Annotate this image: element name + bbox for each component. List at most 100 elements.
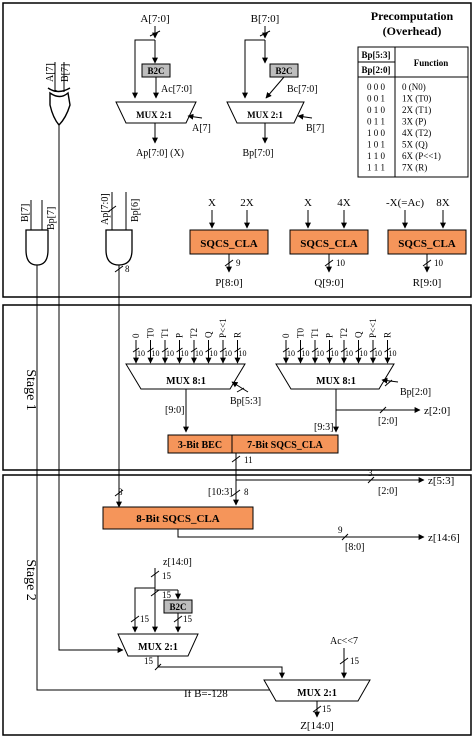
mux81-left	[125, 363, 246, 390]
bus-width: 10	[152, 349, 160, 358]
mux-input-label: P	[175, 333, 185, 338]
bus-tick	[297, 347, 304, 353]
input-a: A[7:0]	[140, 13, 169, 25]
precomp-code: 1 0 1	[367, 140, 385, 150]
svg-text:SQCS_CLA: SQCS_CLA	[200, 238, 258, 250]
svg-text:X: X	[304, 197, 312, 209]
bus-width: 10	[389, 349, 397, 358]
hdr-bp20: Bp[2:0]	[362, 65, 391, 75]
r-output: R[9:0]	[413, 277, 442, 289]
z146-output: z[14:6]	[428, 532, 460, 544]
mux81-left-inputs: 0100T0101T1102P103T2104Q105P<<1106R107	[131, 318, 247, 374]
bc-label: Bc[7:0]	[287, 84, 318, 95]
bus-tick	[205, 347, 212, 353]
sqcs-block-r	[387, 229, 467, 255]
bus-width: 10	[331, 349, 339, 358]
bus-width: 10	[166, 349, 174, 358]
hdr-bp53: Bp[5:3]	[362, 50, 391, 60]
svg-text:15: 15	[183, 614, 193, 624]
bus-width: 10	[287, 349, 295, 358]
mux-input-label: P<<1	[368, 318, 378, 338]
xor-gate: A[7] B[7]	[45, 63, 71, 127]
mux-input-label: R	[233, 332, 243, 338]
bus-tick	[234, 347, 241, 353]
svg-text:8X: 8X	[436, 197, 450, 209]
svg-text:2X: 2X	[240, 197, 254, 209]
bp-output: Bp[7:0]	[242, 148, 273, 159]
precomputation-frame	[2, 2, 472, 298]
precomp-code: 0 1 1	[367, 117, 385, 127]
if-b-label: If B=-128	[184, 688, 228, 700]
svg-text:11: 11	[244, 455, 253, 465]
svg-text:3-Bit BEC: 3-Bit BEC	[178, 440, 222, 451]
svg-text:8: 8	[244, 487, 249, 497]
precomp-code: 1 0 0	[367, 128, 386, 138]
z53-output: z[5:3]	[428, 475, 454, 487]
stage2-label: Stage 2	[23, 559, 38, 601]
bus-tick	[355, 347, 362, 353]
svg-text:MUX 2:1: MUX 2:1	[297, 688, 337, 699]
z140-label: z[14:0]	[163, 557, 192, 568]
svg-text:Bp[7]: Bp[7]	[46, 207, 57, 230]
svg-text:15: 15	[350, 656, 360, 666]
svg-text:Ap[7:0]: Ap[7:0]	[100, 193, 111, 225]
z-final-output: Z[14:0]	[300, 720, 334, 732]
mux-input-label: P<<1	[218, 318, 228, 338]
precomp-code: 1 1 1	[367, 163, 385, 173]
svg-text:MUX 2:1: MUX 2:1	[247, 110, 283, 120]
svg-text:Bp[6]: Bp[6]	[130, 199, 141, 222]
bus-width: 10	[360, 349, 368, 358]
bus-tick	[282, 347, 290, 353]
svg-text:MUX 2:1: MUX 2:1	[136, 110, 172, 120]
bus-width: 10	[210, 349, 218, 358]
svg-text:B2C: B2C	[169, 602, 186, 612]
svg-text:8-Bit SQCS_CLA: 8-Bit SQCS_CLA	[136, 513, 219, 525]
q-output: Q[9:0]	[314, 277, 343, 289]
bus-tick	[147, 347, 154, 353]
precomp-title: Precomputation	[371, 9, 454, 23]
svg-text:[10:3]: [10:3]	[208, 487, 232, 498]
bus-tick	[219, 347, 227, 353]
mux21-stage2-final	[263, 679, 371, 702]
precomp-code: 0 0 1	[367, 94, 385, 104]
bus-width: 10	[316, 349, 324, 358]
precomp-function: 5X (Q)	[402, 140, 428, 150]
bus-tick	[132, 347, 140, 353]
mux-input-label: T0	[146, 328, 156, 338]
bus-tick	[384, 347, 391, 353]
svg-text:MUX 8:1: MUX 8:1	[316, 376, 356, 387]
mux-input-label: R	[383, 332, 393, 338]
svg-text:9: 9	[236, 258, 241, 268]
bus-width: 10	[374, 349, 382, 358]
svg-text:[8:0]: [8:0]	[345, 542, 364, 553]
precomp-function: 7X (R)	[402, 163, 427, 173]
and-gate-2	[105, 229, 133, 266]
svg-text:15: 15	[144, 656, 154, 666]
mux-input-label: Q	[354, 331, 364, 338]
svg-text:15: 15	[140, 614, 150, 624]
precomp-code: 1 1 0	[367, 151, 386, 161]
p-output: P[8:0]	[215, 277, 243, 289]
mux-input-label: P	[325, 333, 335, 338]
sqcs7-block	[231, 434, 339, 454]
bus-width: 10	[137, 349, 145, 358]
precomp-code: 0 0 0	[367, 82, 386, 92]
precomp-code: 0 1 0	[367, 105, 386, 115]
mux-input-label: T1	[160, 328, 170, 338]
mux-input-label: T1	[310, 328, 320, 338]
bp53-select: Bp[5:3]	[230, 396, 261, 407]
stage2-frame	[2, 474, 472, 736]
bus-tick	[340, 347, 348, 353]
precomp-function: 2X (T1)	[402, 105, 431, 115]
ac7-label: Ac<<7	[330, 636, 358, 647]
bus-width: 10	[239, 349, 247, 358]
svg-text:8: 8	[125, 264, 130, 274]
b2c-label-b: B2C	[275, 66, 292, 76]
mux-a-sel: A[7]	[192, 123, 211, 134]
mux81-right	[275, 363, 395, 390]
svg-text:[9:3]: [9:3]	[314, 422, 333, 433]
mux-input-label: 0	[281, 333, 291, 338]
mux-b	[226, 101, 305, 124]
bus-tick	[369, 347, 377, 353]
